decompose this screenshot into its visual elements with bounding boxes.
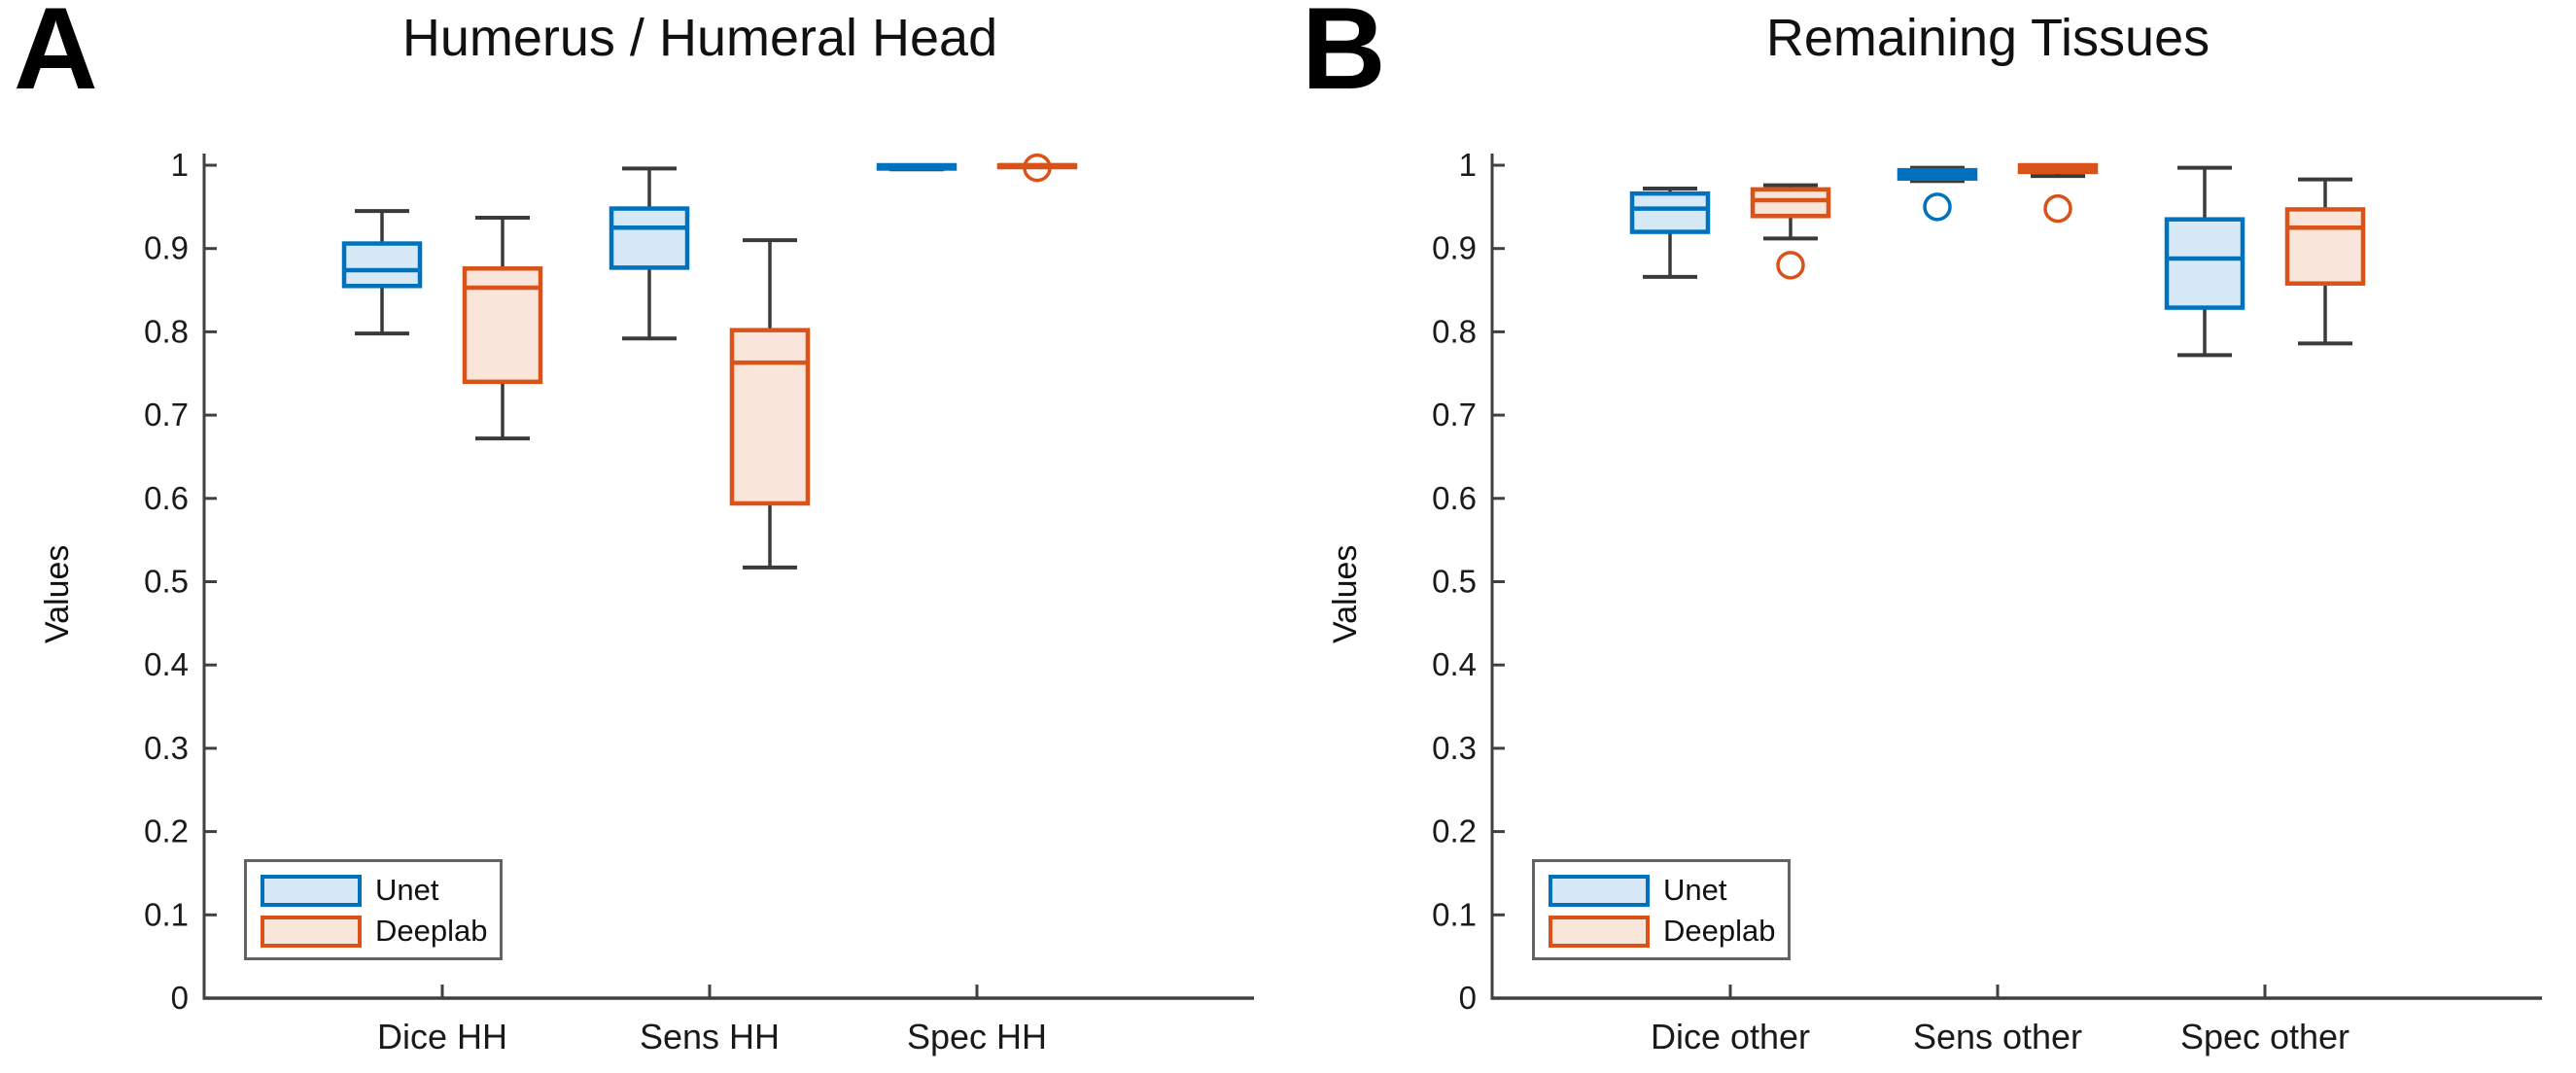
legend-swatch-unet [1549, 874, 1650, 907]
legend-row-unet: Unet [1549, 870, 1788, 911]
legend-row-unet: Unet [261, 870, 500, 911]
legend-label-unet: Unet [375, 873, 439, 907]
legend-a: Unet Deeplab [244, 859, 503, 960]
outlier-point [1923, 192, 1952, 222]
y-tick-label: 0.5 [144, 564, 189, 600]
y-tick-label: 0.5 [1432, 564, 1477, 600]
box-unet-dice-other [1629, 186, 1711, 279]
y-tick-label: 0.1 [144, 896, 189, 932]
panel-title-b: Remaining Tissues [1765, 9, 2210, 67]
legend-b: Unet Deeplab [1532, 859, 1791, 960]
y-tick-label: 0.6 [144, 480, 189, 516]
y-tick-label: 0.1 [1432, 896, 1477, 932]
y-tick-label: 1 [1459, 147, 1477, 183]
legend-swatch-unet [261, 874, 362, 907]
y-tick-label: 0.3 [1432, 730, 1477, 766]
panel-letter-a: A [14, 0, 98, 114]
iqr-box [609, 206, 690, 270]
box-deeplab-dice-other [1750, 183, 1831, 280]
outlier-point [2043, 193, 2072, 224]
y-tick-label: 0 [1459, 980, 1477, 1016]
x-tick-label: Sens HH [640, 1017, 780, 1056]
y-tick-label: 0.8 [144, 313, 189, 349]
y-tick-label: 0.9 [144, 230, 189, 266]
y-tick-label: 0.4 [144, 646, 189, 682]
y-tick-label: 1 [171, 147, 189, 183]
iqr-box [341, 241, 423, 289]
iqr-box [729, 328, 811, 506]
panel-letter-b: B [1302, 0, 1386, 114]
legend-swatch-deeplab [261, 915, 362, 948]
iqr-box [1629, 190, 1711, 234]
y-tick-label: 0.7 [1432, 397, 1477, 433]
y-tick-label: 0 [171, 980, 189, 1016]
y-tick-label: 0.3 [144, 730, 189, 766]
panel-title-a: Humerus / Humeral Head [401, 9, 998, 67]
x-tick-label: Sens other [1913, 1017, 2082, 1056]
box-deeplab-sens-other [2017, 162, 2099, 224]
outlier-point [1776, 251, 1805, 280]
box-unet-sens-hh [609, 166, 690, 341]
iqr-box [2164, 217, 2245, 310]
outlier-point [1023, 153, 1052, 183]
box-deeplab-spec-other [2284, 177, 2366, 346]
y-tick-label: 0.2 [1432, 813, 1477, 849]
legend-row-deeplab: Deeplab [261, 911, 500, 952]
legend-swatch-deeplab [1549, 915, 1650, 948]
box-deeplab-sens-hh [729, 238, 811, 570]
box-deeplab-spec-hh [996, 153, 1078, 183]
y-tick-label: 0.4 [1432, 646, 1477, 682]
y-tick-label: 0.8 [1432, 313, 1477, 349]
legend-label-deeplab: Deeplab [375, 914, 488, 948]
iqr-box [1750, 187, 1831, 219]
y-tick-label: 0.2 [144, 813, 189, 849]
y-tick-label: 0.9 [1432, 230, 1477, 266]
box-unet-spec-other [2164, 165, 2245, 358]
x-tick-label: Spec other [2180, 1017, 2350, 1056]
box-deeplab-dice-hh [462, 215, 543, 441]
box-unet-sens-other [1897, 165, 1978, 222]
y-tick-label: 0.7 [144, 397, 189, 433]
x-tick-label: Dice HH [377, 1017, 507, 1056]
y-tick-label: 0.6 [1432, 480, 1477, 516]
legend-label-unet: Unet [1663, 873, 1727, 907]
iqr-box [2284, 207, 2366, 286]
box-unet-dice-hh [341, 209, 423, 336]
x-tick-label: Spec HH [907, 1017, 1047, 1056]
legend-row-deeplab: Deeplab [1549, 911, 1788, 952]
box-unet-spec-hh [876, 162, 957, 172]
x-tick-label: Dice other [1651, 1017, 1810, 1056]
legend-label-deeplab: Deeplab [1663, 914, 1776, 948]
